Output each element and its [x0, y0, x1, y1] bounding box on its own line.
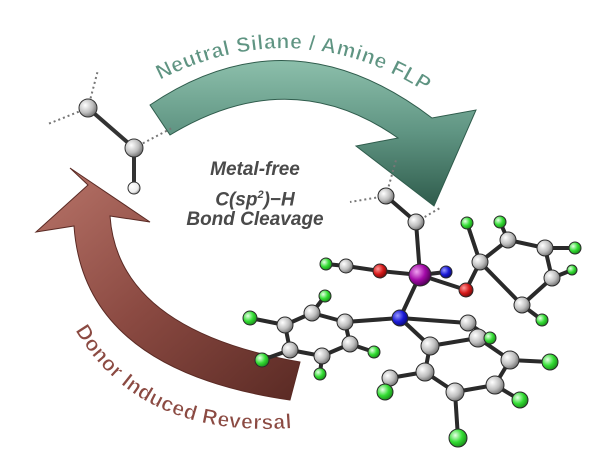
- ethylene-fragment: [47, 69, 173, 195]
- center-title-line-1: Metal-free: [210, 159, 300, 180]
- molecule-atoms: [242, 187, 582, 448]
- center-title-line-2: C(sp2)−H: [215, 189, 295, 211]
- center-title-line-3: Bond Cleavage: [186, 209, 324, 230]
